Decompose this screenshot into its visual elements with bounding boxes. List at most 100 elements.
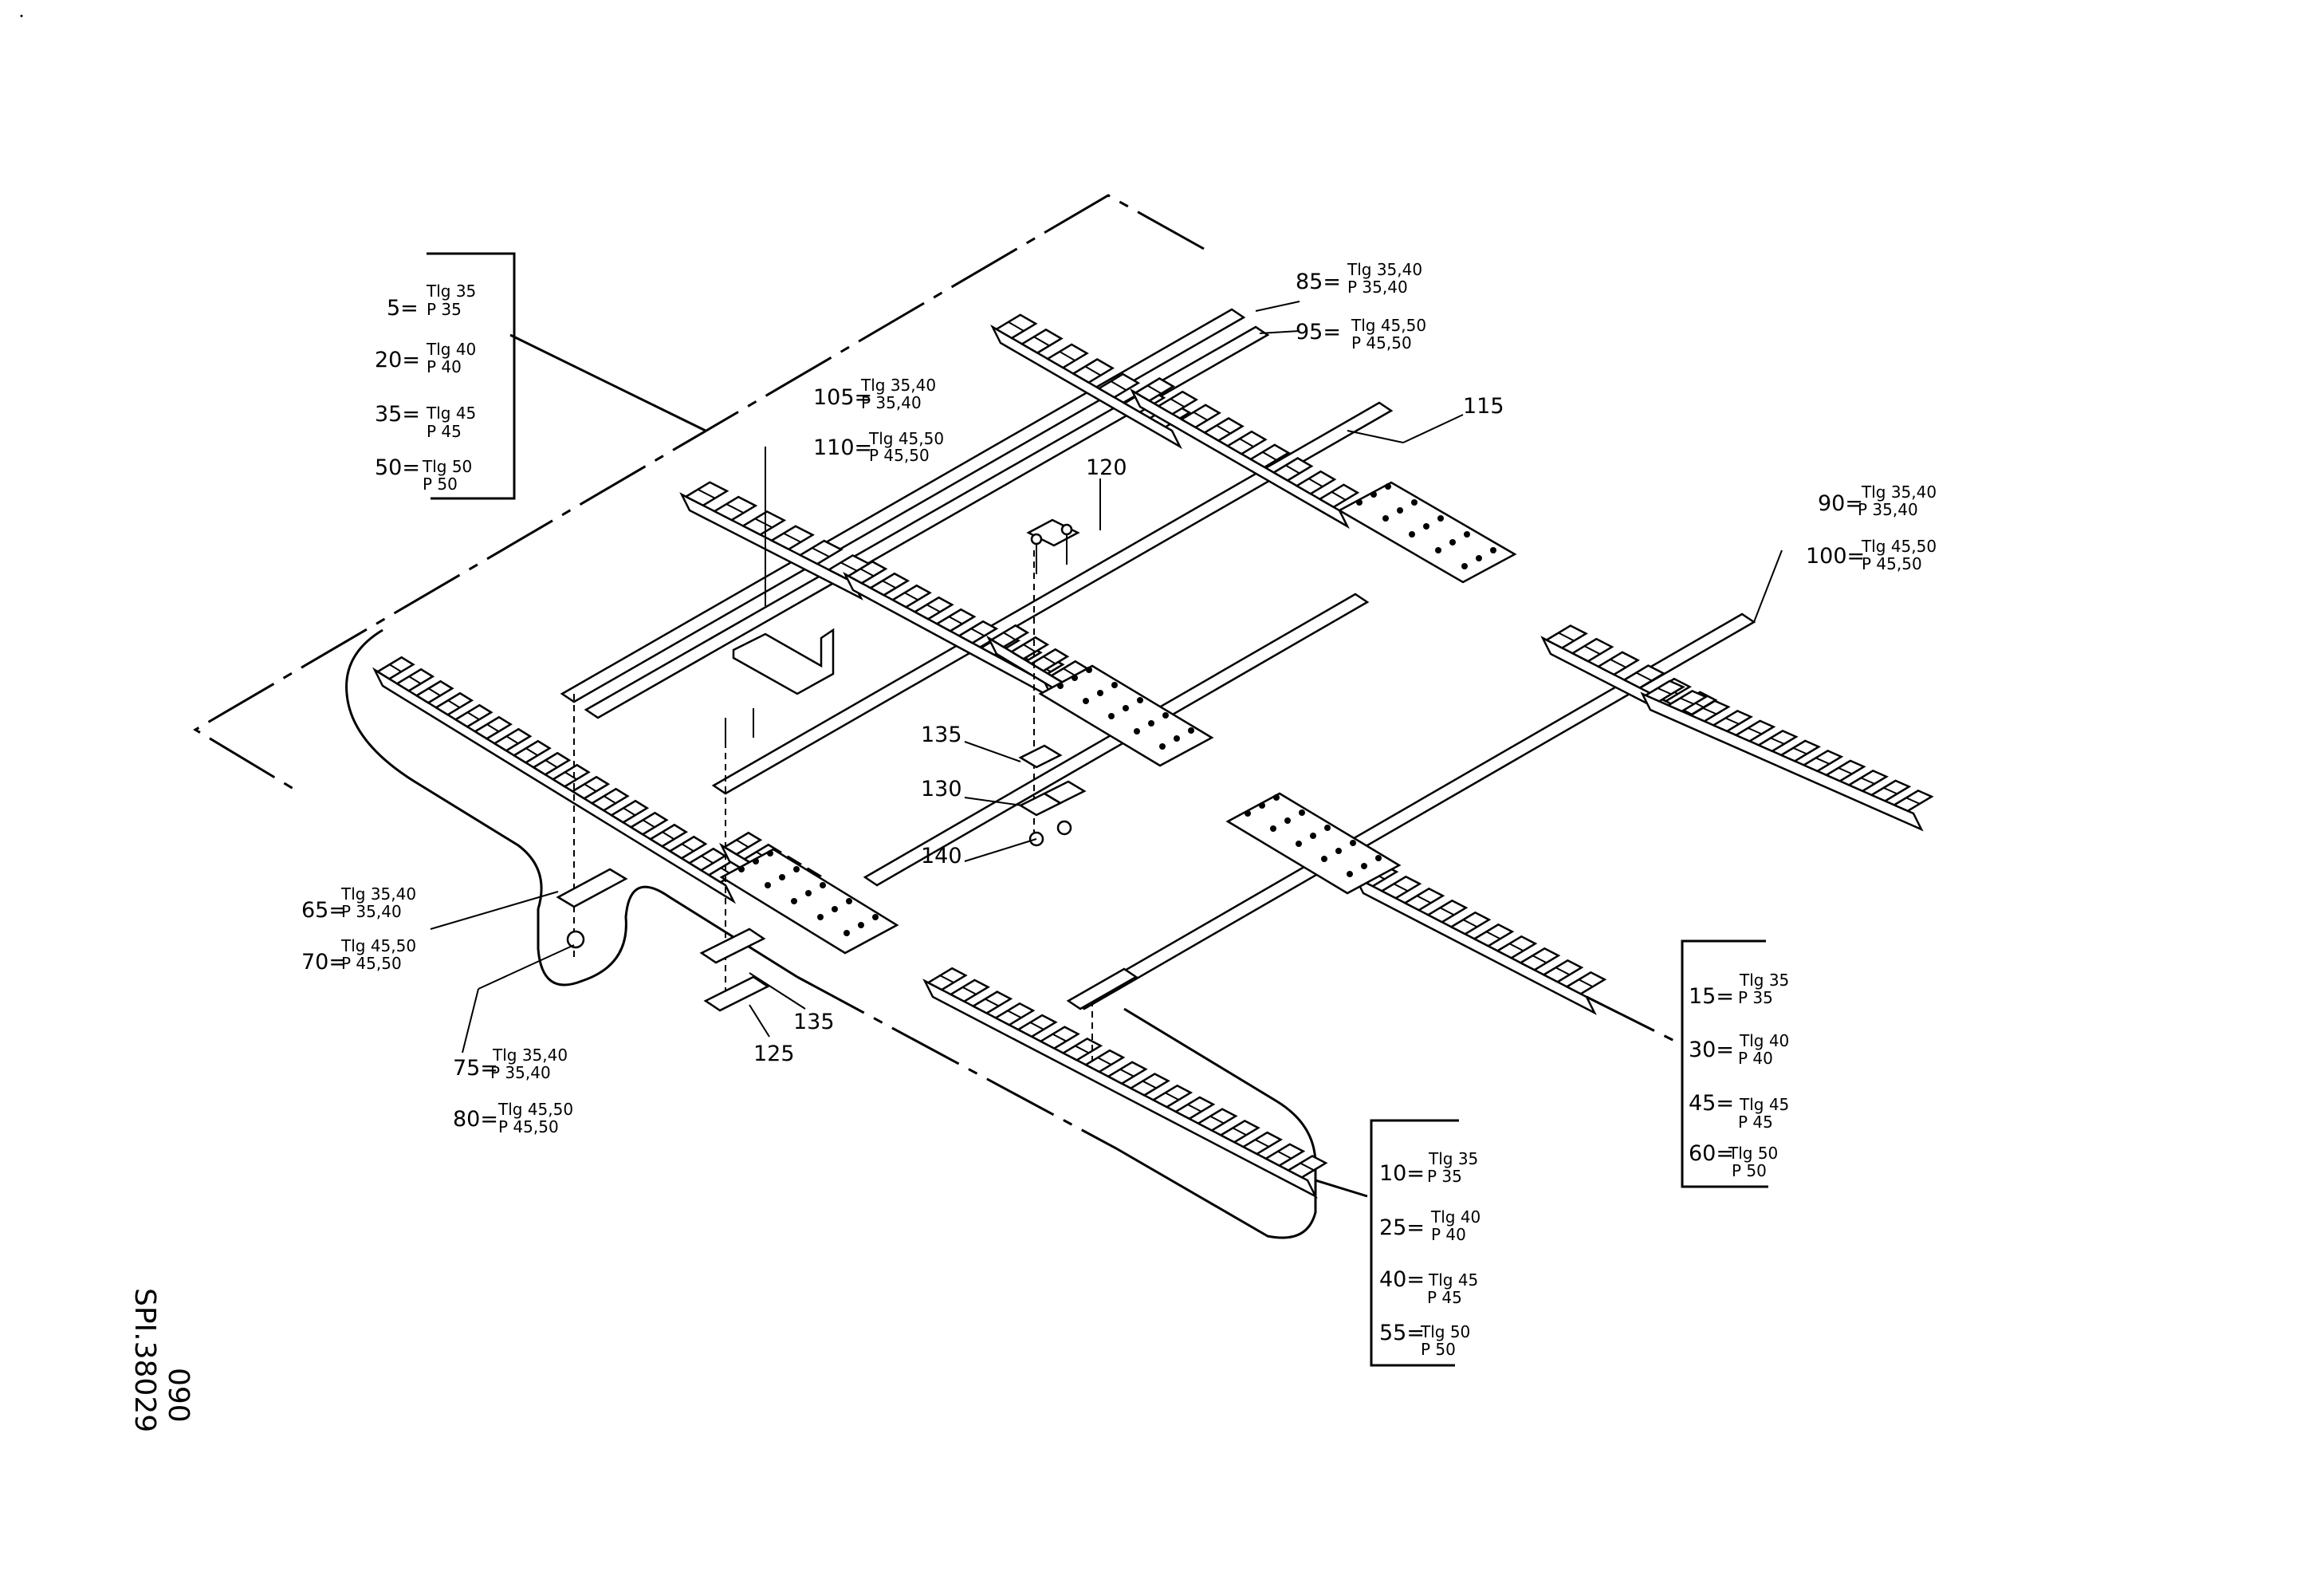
svg-text:P 35: P 35 xyxy=(1738,988,1773,1007)
tooth-slot xyxy=(1216,424,1231,435)
plate-hole xyxy=(1464,531,1470,538)
plate-hole xyxy=(1370,491,1377,498)
tooth-slot xyxy=(584,783,597,793)
svg-text:100=: 100= xyxy=(1806,544,1865,569)
svg-text:Tlg 45,50: Tlg 45,50 xyxy=(1861,537,1937,556)
svg-text:80=: 80= xyxy=(453,1107,498,1132)
tooth-slot xyxy=(1146,384,1162,395)
svg-text:P 45: P 45 xyxy=(427,422,462,441)
tooth-slot xyxy=(1193,411,1208,421)
plate-hole xyxy=(1108,713,1115,719)
plate-hole xyxy=(1123,705,1129,711)
svg-text:Tlg 35: Tlg 35 xyxy=(426,282,476,301)
tooth-slot xyxy=(662,831,675,841)
svg-text:50=: 50= xyxy=(375,455,420,480)
tooth-slot xyxy=(1059,351,1075,361)
tooth-slot xyxy=(1770,737,1785,745)
plate-hole xyxy=(858,922,864,928)
sheet-code: 090 xyxy=(162,1368,195,1423)
svg-text:5=: 5= xyxy=(387,296,419,321)
tooth-slot xyxy=(1075,1045,1090,1054)
svg-text:Tlg 35,40: Tlg 35,40 xyxy=(1861,482,1937,502)
svg-text:45=: 45= xyxy=(1689,1091,1734,1116)
svg-text:Tlg 45,50: Tlg 45,50 xyxy=(340,936,416,955)
tooth-slot xyxy=(736,839,749,849)
plate-hole xyxy=(1083,698,1089,704)
svg-text:65=: 65= xyxy=(301,898,347,923)
leader-front-group xyxy=(1315,1179,1368,1198)
tooth-slot xyxy=(1262,451,1277,461)
plate-hole xyxy=(1382,515,1389,522)
tooth-slot xyxy=(1029,1022,1044,1030)
plate-hole xyxy=(779,874,785,880)
tooth-slot xyxy=(1860,777,1875,785)
tooth-slot xyxy=(1277,1150,1292,1160)
svg-text:85=: 85= xyxy=(1296,270,1341,294)
plate-hole xyxy=(738,866,745,872)
svg-text:P 40: P 40 xyxy=(1738,1049,1773,1068)
tooth-slot xyxy=(1110,380,1127,392)
tooth-slot xyxy=(1300,1162,1315,1172)
plate-hole xyxy=(791,898,797,904)
plate-hole xyxy=(1461,563,1468,569)
callout-65: 65= Tlg 35,40 P 35,40 xyxy=(301,884,416,923)
callout-95: 95= Tlg 45,50 P 45,50 xyxy=(1296,316,1426,352)
tooth-slot xyxy=(1883,786,1897,795)
plate-hole xyxy=(1162,712,1169,719)
plate-hole xyxy=(1350,840,1356,846)
plate-hole xyxy=(1347,871,1353,877)
callout-bracket-right xyxy=(1681,939,1768,1188)
track-base xyxy=(1353,875,1597,1015)
tooth-slot xyxy=(1532,955,1547,964)
label-130: 130 xyxy=(921,777,962,801)
plate-hole xyxy=(817,914,824,920)
tooth-slot xyxy=(1657,687,1672,695)
tooth-slot xyxy=(1084,365,1102,376)
plate-center xyxy=(1038,664,1214,767)
svg-text:P 40: P 40 xyxy=(427,357,462,376)
svg-text:P 45,50: P 45,50 xyxy=(498,1117,559,1136)
plate-hole xyxy=(1375,855,1382,861)
plate-top xyxy=(1337,481,1517,584)
plate-hole xyxy=(793,866,800,872)
svg-text:P 35: P 35 xyxy=(1427,1167,1462,1186)
tooth-slot xyxy=(1815,757,1830,765)
svg-text:40=: 40= xyxy=(1379,1267,1425,1292)
callout-45: 45= Tlg 45 P 45 xyxy=(1689,1091,1789,1132)
label-115: 115 xyxy=(1463,394,1504,419)
group-boundary-top xyxy=(193,194,1205,795)
tooth-slot xyxy=(1232,1127,1247,1136)
track-base xyxy=(1640,691,1924,832)
label-135-left: 135 xyxy=(793,1010,835,1034)
plate-hole xyxy=(1270,825,1276,832)
callout-75: 75= Tlg 35,40 P 35,40 xyxy=(453,1046,568,1082)
callout-20: 20= Tlg 40 P 40 xyxy=(375,340,476,376)
plate-hole xyxy=(1435,547,1441,553)
svg-text:P 45,50: P 45,50 xyxy=(869,446,930,465)
plate-hole xyxy=(1335,848,1342,854)
svg-text:Tlg 45,50: Tlg 45,50 xyxy=(497,1100,573,1119)
plate-hole xyxy=(1385,483,1391,490)
plate-hole xyxy=(753,858,759,864)
svg-text:P 50: P 50 xyxy=(423,475,458,494)
plate-hole xyxy=(872,914,879,920)
plate-hole xyxy=(1057,683,1064,689)
track-base xyxy=(372,667,737,904)
plate-right xyxy=(1225,792,1402,895)
plate-hole xyxy=(1245,810,1251,817)
svg-text:P 45: P 45 xyxy=(1738,1113,1773,1132)
svg-text:Tlg 35,40: Tlg 35,40 xyxy=(860,376,936,395)
plate-hole xyxy=(1259,802,1265,809)
svg-text:P 35,40: P 35,40 xyxy=(861,393,922,412)
tooth-slot xyxy=(939,975,954,983)
svg-text:P 35,40: P 35,40 xyxy=(1347,278,1408,297)
tooth-slot xyxy=(985,998,1000,1007)
track-base xyxy=(1130,388,1350,530)
tooth-slot xyxy=(962,987,977,995)
svg-text:P 45,50: P 45,50 xyxy=(341,954,402,973)
plate-hole xyxy=(1437,515,1444,522)
tooth-slot xyxy=(1838,766,1853,775)
svg-text:110=: 110= xyxy=(813,435,872,460)
tooth-slot xyxy=(783,532,801,543)
svg-text:Tlg 40: Tlg 40 xyxy=(1430,1207,1481,1227)
